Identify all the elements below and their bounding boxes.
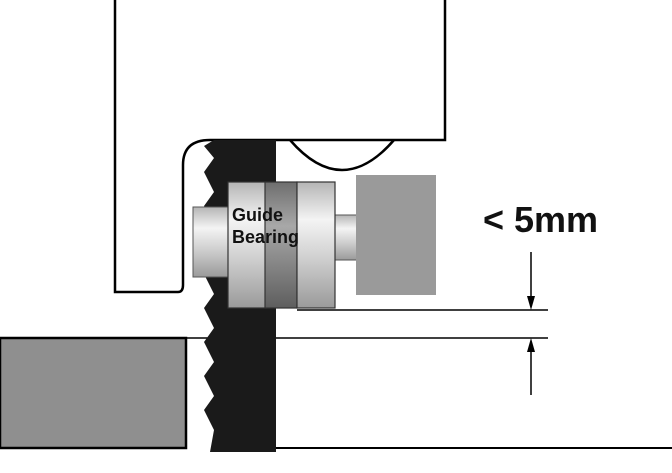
guide-post-block — [356, 175, 436, 295]
bearing-race-outer-left — [227, 181, 267, 309]
bearing-shaft-left — [192, 206, 230, 278]
arrowhead-up-icon — [527, 338, 535, 352]
bearing-shaft-right — [333, 214, 358, 261]
guide-housing-outline — [113, 0, 447, 294]
wheel-arc — [289, 139, 395, 172]
clearance-label: < 5mm — [483, 199, 598, 240]
bearing-label-line2: Bearing — [232, 227, 299, 247]
bearing-race-outer-right — [296, 181, 336, 309]
table-block — [0, 336, 188, 450]
bearing-label-line1: Guide — [232, 205, 283, 225]
arrowhead-down-icon — [527, 296, 535, 310]
